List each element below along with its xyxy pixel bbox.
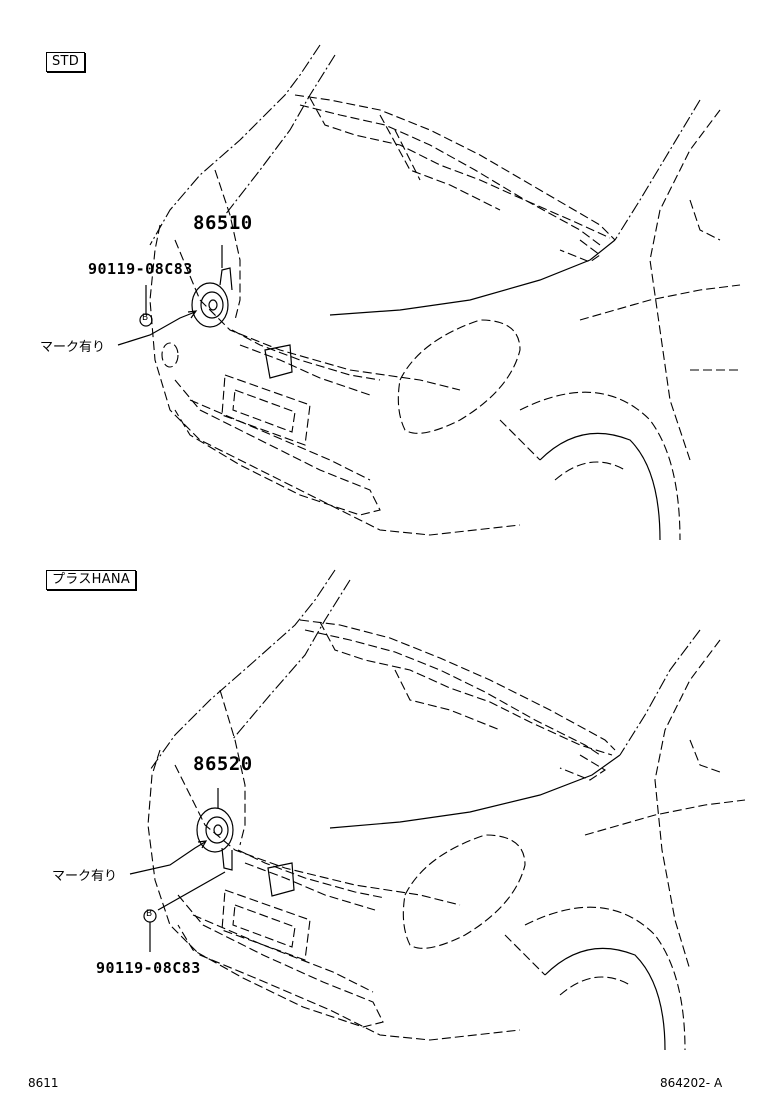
car-front-illustration <box>129 569 746 1051</box>
diagram-panel-std: STD 86510 90119-08C83 B マーク有り <box>0 0 760 550</box>
bolt-part-number: 90119-08C83 <box>88 260 193 278</box>
bolt-marker-label: B <box>142 313 149 323</box>
bolt-marker-label: B <box>146 909 153 919</box>
mark-note: マーク有り <box>52 869 118 884</box>
bolt-part-number: 90119-08C83 <box>96 959 201 977</box>
mark-note: マーク有り <box>40 340 106 355</box>
horn-part-number: 86520 <box>193 753 253 775</box>
footer-right-code: 864202- A <box>660 1076 723 1090</box>
car-front-illustration <box>117 44 741 541</box>
variant-label-std: STD <box>46 52 86 72</box>
diagram-panel-plus-hana: プラスHANA 86520 マーク有り B 90119-08C83 <box>0 550 760 1070</box>
footer-left-code: 8611 <box>28 1076 59 1090</box>
variant-label-plus-hana: プラスHANA <box>46 570 137 590</box>
horn-part-number: 86510 <box>193 212 253 234</box>
